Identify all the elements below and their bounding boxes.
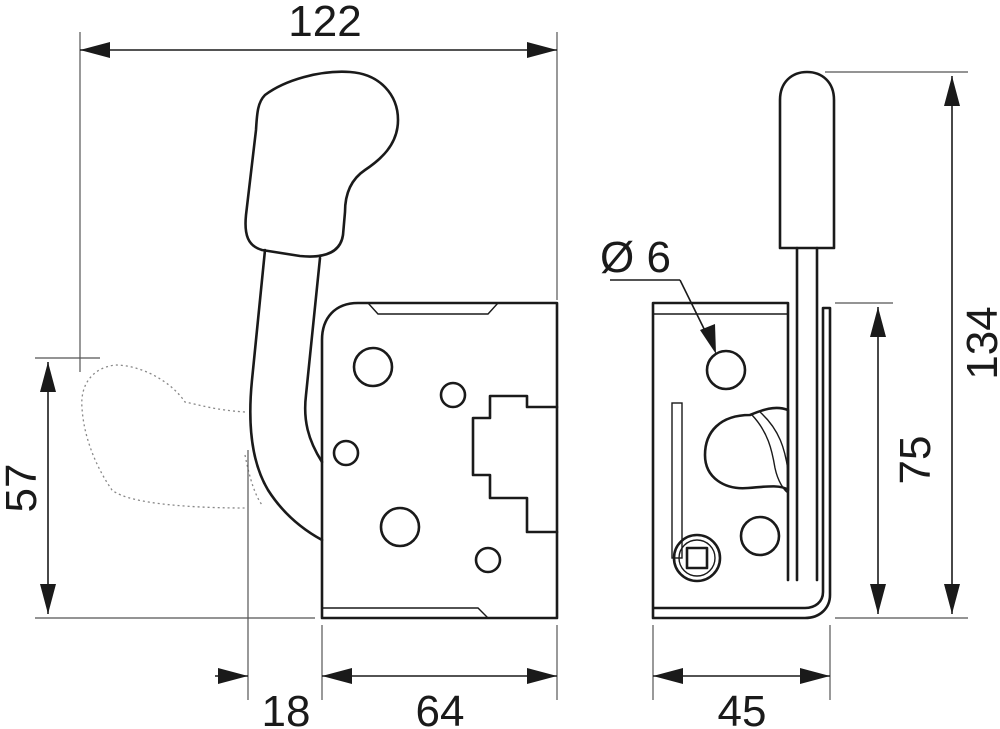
hole-small-left bbox=[332, 439, 360, 467]
side-hole-top bbox=[705, 349, 747, 391]
dim-overall-height: 134 bbox=[958, 306, 1000, 379]
hole-small-bottom bbox=[474, 546, 502, 574]
hole-large-bottom bbox=[379, 506, 421, 548]
side-knob bbox=[778, 70, 836, 250]
dim-lever-offset: 18 bbox=[262, 687, 311, 729]
side-bracket bbox=[651, 301, 832, 620]
hole-large-top bbox=[352, 346, 394, 388]
lever-shaft bbox=[248, 248, 324, 542]
lever-shaft-inner bbox=[303, 256, 324, 464]
dim-body-width: 64 bbox=[416, 687, 465, 729]
front-view bbox=[81, 70, 559, 620]
cam-pawl bbox=[703, 406, 790, 492]
dim-body-depth: 45 bbox=[718, 687, 767, 729]
hole-small-top bbox=[439, 381, 467, 409]
latch-body bbox=[320, 301, 559, 620]
dim-hole-diameter: Ø 6 bbox=[600, 233, 671, 282]
pivot-outer bbox=[672, 533, 722, 583]
dim-overall-width: 122 bbox=[288, 0, 361, 46]
top-flange bbox=[367, 302, 499, 315]
dim-tilt-height: 57 bbox=[0, 464, 46, 513]
bottom-flange bbox=[322, 607, 489, 619]
tilted-lever-shaft bbox=[244, 454, 263, 506]
stepped-slot bbox=[471, 394, 559, 534]
side-view bbox=[651, 70, 836, 620]
lever-handle bbox=[244, 70, 400, 258]
tilted-lever-outline bbox=[81, 364, 246, 509]
side-hole-bottom bbox=[739, 515, 781, 557]
pivot-square bbox=[685, 546, 709, 570]
side-slot bbox=[671, 402, 683, 559]
dim-body-height: 75 bbox=[891, 436, 940, 485]
